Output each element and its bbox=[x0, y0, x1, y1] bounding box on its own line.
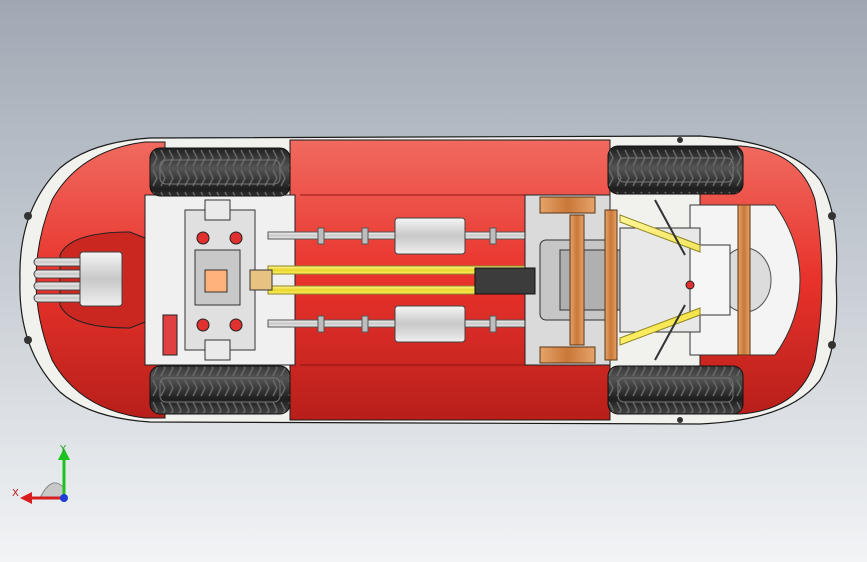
x-axis-arrow bbox=[20, 492, 32, 504]
front-left-wheel[interactable] bbox=[149, 147, 291, 197]
front-coil-spring bbox=[162, 314, 178, 356]
rear-left-wheel[interactable] bbox=[607, 145, 744, 195]
exhaust-system bbox=[267, 217, 531, 343]
y-axis-label: Y bbox=[59, 444, 67, 455]
front-right-wheel[interactable] bbox=[149, 365, 291, 415]
z-axis-point bbox=[60, 494, 68, 502]
rear-brackets bbox=[539, 196, 751, 364]
x-axis-label: X bbox=[12, 488, 19, 499]
body-mount-points bbox=[24, 137, 836, 423]
front-exhaust-tips bbox=[33, 251, 123, 307]
rear-right-wheel[interactable] bbox=[607, 365, 744, 415]
coordinate-triad: Y X bbox=[12, 444, 70, 504]
triad-base-plane bbox=[39, 482, 65, 499]
rear-suspension bbox=[654, 199, 695, 361]
y-axis-arrow bbox=[58, 448, 70, 460]
front-brake-calipers bbox=[196, 231, 243, 332]
